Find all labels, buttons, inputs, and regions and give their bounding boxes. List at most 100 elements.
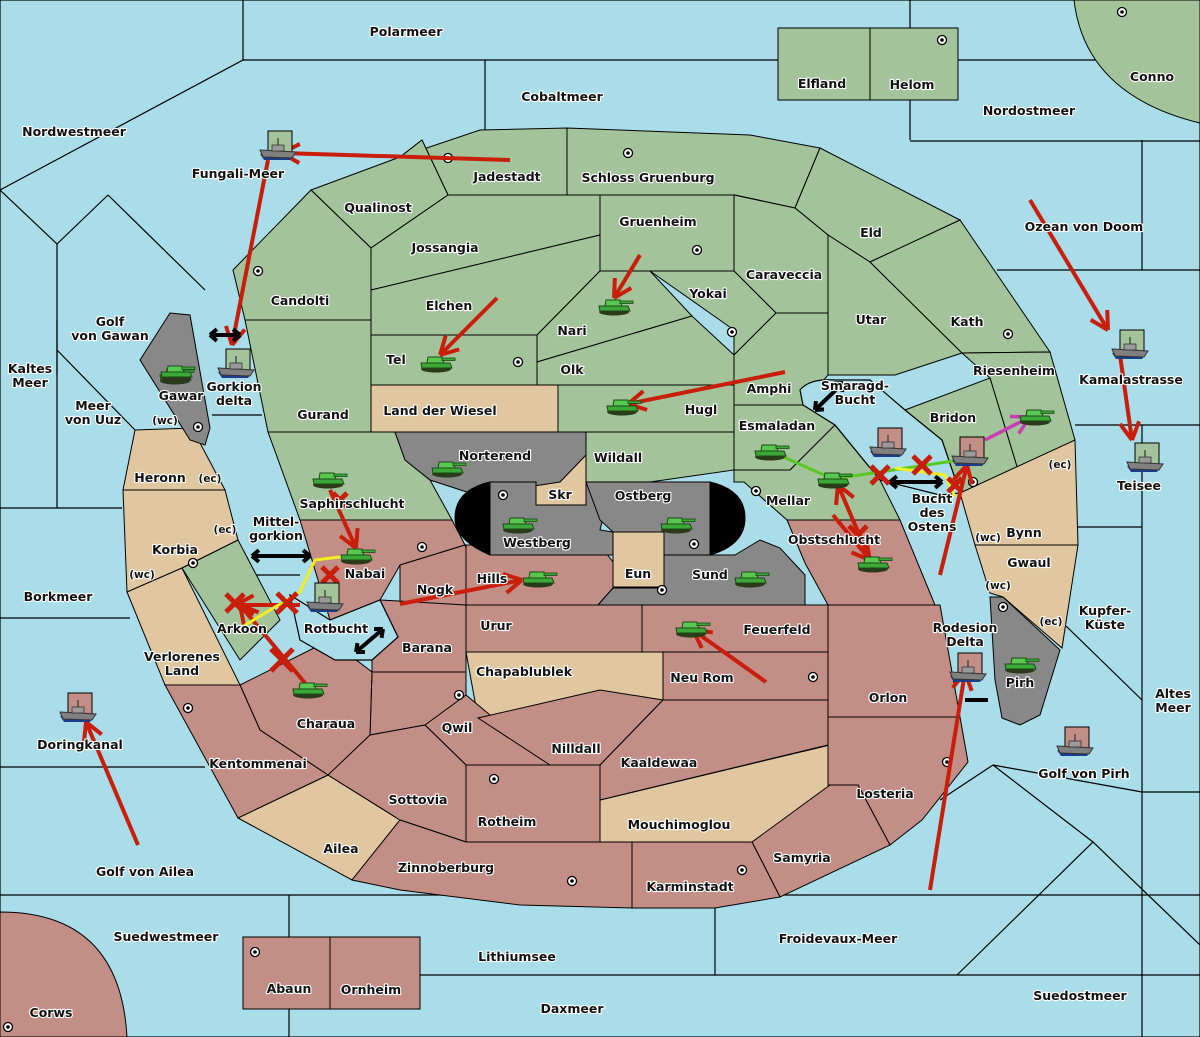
label-eun: Eun (625, 566, 651, 581)
region-kentommenai[interactable] (164, 684, 330, 819)
label-schloss: Schloss Gruenburg (581, 170, 714, 185)
label-barana: Barana (402, 640, 452, 655)
region-obstschlucht[interactable] (786, 519, 936, 606)
label-teisee: Teisee (1117, 478, 1161, 493)
label-utar: Utar (856, 312, 888, 327)
label-doringkanal: Doringkanal (37, 737, 123, 752)
move-order-arrow (399, 572, 524, 606)
supply-center-icon (453, 689, 465, 701)
red-territories (164, 519, 969, 909)
label-orlon: Orlon (869, 690, 908, 705)
label-samyria: Samyria (773, 850, 831, 865)
label-daxmeer: Daxmeer (540, 1001, 604, 1016)
label-bridon: Bridon (930, 410, 976, 425)
label-kentommenai: Kentommenai (209, 756, 307, 771)
label-rotheim: Rotheim (478, 814, 537, 829)
supply-centers (2, 6, 1128, 1033)
label-sottovia: Sottovia (389, 792, 448, 807)
label-elfland: Elfland (798, 76, 846, 91)
label-kupfer: Kupfer-Küste (1079, 603, 1132, 632)
label-golf-ailea: Golf von Ailea (96, 864, 194, 879)
supply-center-icon (252, 265, 264, 277)
supply-center-icon (1116, 6, 1128, 18)
failed-order-cross-icon (911, 454, 933, 476)
label-riesenheim: Riesenheim (973, 363, 1055, 378)
supply-center-icon (512, 356, 524, 368)
label-losteria: Losteria (856, 786, 913, 801)
region-gwaul[interactable] (974, 544, 1079, 649)
label-esmaladan: Esmaladan (739, 418, 815, 433)
region-rotbucht[interactable] (289, 593, 399, 661)
failed-order-cross-icon (847, 524, 869, 546)
label-ailea: Ailea (323, 841, 358, 856)
supply-center-icon (2, 1021, 14, 1033)
region-karminstadt[interactable] (631, 841, 781, 909)
failed-order-cross-icon (869, 464, 891, 486)
failed-order-cross-icon (946, 476, 964, 494)
failed-order-cross-icon (224, 592, 246, 614)
region-land-der-wiesel[interactable] (370, 384, 559, 433)
label-mittel: Mittel-gorkion (249, 514, 303, 543)
label-kath: Kath (951, 314, 984, 329)
supply-center-icon (736, 864, 748, 876)
label-mellar: Mellar (766, 493, 811, 508)
label-gurand: Gurand (297, 407, 349, 422)
supply-center-icon (566, 875, 578, 887)
region-elfland[interactable] (777, 27, 871, 101)
label-conno: Conno (1130, 69, 1175, 84)
label-froidevaux: Froidevaux-Meer (779, 931, 898, 946)
region-eun[interactable] (612, 531, 665, 588)
label-gruenheim: Gruenheim (619, 214, 696, 229)
move-order-arrow (438, 296, 499, 357)
label-wiesel: Land der Wiesel (383, 403, 496, 418)
move-order-arrow (938, 463, 975, 576)
bucht-arrow (888, 474, 944, 490)
coast-label-wc: (wc) (129, 569, 155, 581)
label-ornheim: Ornheim (341, 982, 401, 997)
black-arrow-left (208, 327, 242, 343)
coast-label-ec: (ec) (199, 473, 222, 485)
label-smaragd: Smaragd-Bucht (821, 378, 889, 407)
label-lithiumsee: Lithiumsee (478, 949, 556, 964)
label-kamala: Kamalastrasse (1079, 372, 1183, 387)
label-arkoon: Arkoon (217, 621, 267, 636)
label-gwaul: Gwaul (1007, 555, 1050, 570)
label-chapa: Chapablublek (476, 664, 573, 679)
label-nordwestmeer: Nordwestmeer (22, 124, 127, 139)
supply-center-icon (807, 671, 819, 683)
convoy-route-arrow (250, 548, 312, 564)
supply-center-icon (997, 601, 1009, 613)
supply-center-icon (688, 538, 700, 550)
failed-order-cross-icon (320, 565, 340, 585)
label-urur: Urur (480, 618, 512, 633)
label-golf-pirh: Golf von Pirh (1038, 766, 1129, 781)
label-gawar: Gawar (159, 388, 205, 403)
region-conno[interactable] (1073, 0, 1200, 124)
label-eld: Eld (860, 225, 882, 240)
convoy-order-line (236, 553, 357, 632)
label-rotbucht: Rotbucht (304, 621, 368, 636)
region-rotheim[interactable] (465, 764, 601, 843)
label-elchen: Elchen (426, 298, 473, 313)
label-hills: Hills (477, 571, 508, 586)
supply-center-icon (488, 773, 500, 785)
supply-center-icon (182, 702, 194, 714)
region-candolti[interactable] (232, 189, 372, 321)
region-sund[interactable] (596, 539, 806, 606)
label-wildall: Wildall (594, 450, 642, 465)
label-kaaldewaa: Kaaldewaa (621, 755, 698, 770)
region-gruenheim[interactable] (599, 194, 735, 272)
label-amphi: Amphi (747, 381, 792, 396)
label-nilldall: Nilldall (551, 741, 600, 756)
label-yokai: Yokai (688, 286, 727, 301)
label-candolti: Candolti (271, 293, 330, 308)
supply-center-icon (416, 541, 428, 553)
region-corws[interactable] (0, 911, 128, 1037)
label-polarmeer: Polarmeer (370, 24, 444, 39)
region-ornheim[interactable] (329, 936, 421, 1010)
